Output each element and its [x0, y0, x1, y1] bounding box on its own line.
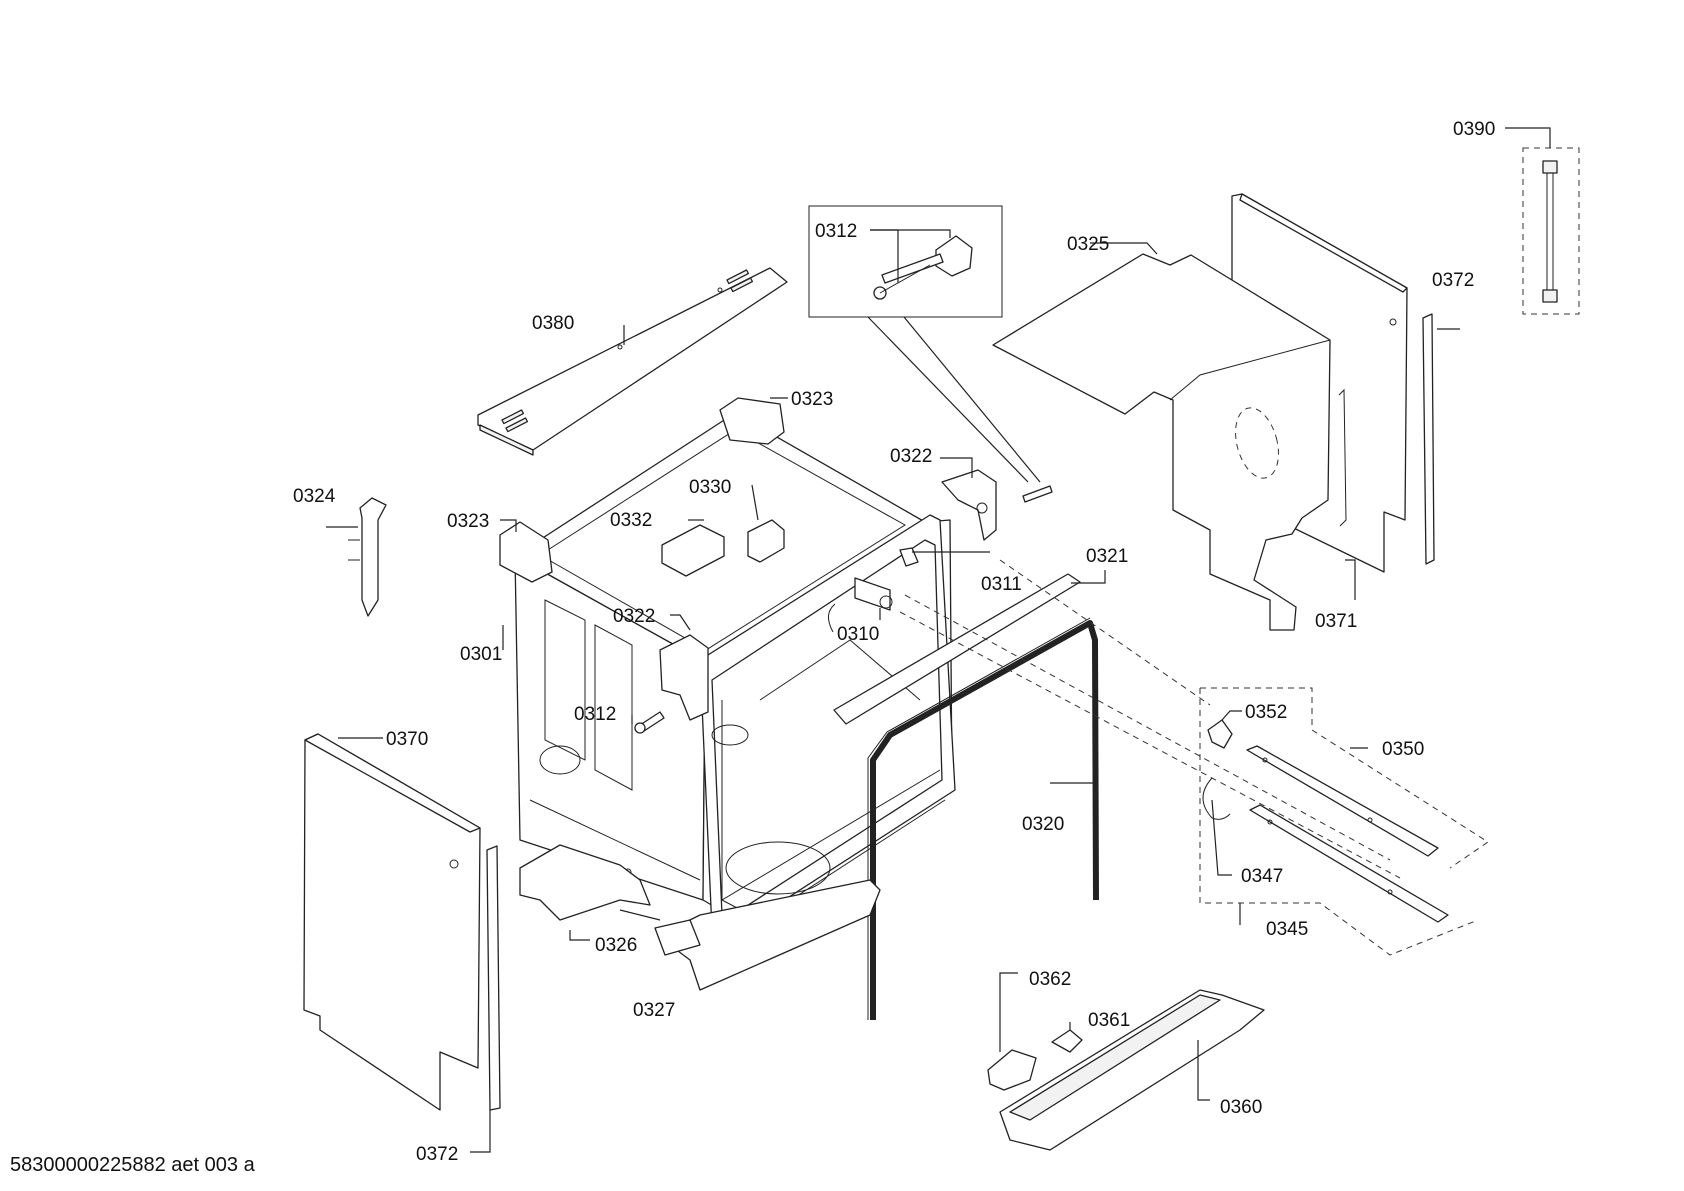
callout-0323-left: 0323 — [447, 511, 489, 532]
document-id: 58300000225882 aet 003 a — [10, 1154, 255, 1176]
part-0361-clip — [1051, 1022, 1083, 1053]
callout-0350: 0350 — [1382, 739, 1424, 760]
part-0380-top-strip — [477, 267, 788, 456]
callout-0380: 0380 — [532, 313, 574, 334]
callout-0312-body: 0312 — [574, 704, 616, 725]
part-0332-latch-part — [661, 519, 725, 577]
callout-0330: 0330 — [689, 477, 731, 498]
part-0350-rail-group — [1200, 687, 1489, 869]
part-0360-tray — [999, 989, 1265, 1151]
part-0345-rail-group — [1199, 688, 1479, 956]
part-0323-bracket-top — [719, 397, 788, 445]
callout-0360: 0360 — [1220, 1097, 1262, 1118]
part-0372-strip-right — [1422, 313, 1460, 565]
part-0362-connector — [987, 972, 1037, 1091]
callout-0352: 0352 — [1245, 702, 1287, 723]
callout-0326: 0326 — [595, 935, 637, 956]
part-0347-clip — [1202, 777, 1232, 876]
part-0323-bracket-left — [499, 519, 553, 583]
part-0311-hinge-assembly — [899, 547, 990, 567]
part-0310-hinge-lever — [828, 577, 893, 633]
callout-0301: 0301 — [460, 644, 502, 665]
callout-0322-right: 0322 — [890, 446, 932, 467]
callout-0370: 0370 — [386, 729, 428, 750]
callout-0325: 0325 — [1067, 234, 1109, 255]
callout-0324: 0324 — [293, 486, 336, 507]
callout-0323-top: 0323 — [791, 389, 833, 410]
callout-0345: 0345 — [1266, 919, 1308, 940]
callout-0332: 0332 — [610, 510, 652, 531]
callout-0372-top: 0372 — [1432, 270, 1474, 291]
part-0326-base — [519, 844, 651, 941]
callout-0372-bottom: 0372 — [416, 1144, 458, 1165]
callout-0312-inset: 0312 — [815, 221, 857, 242]
callout-0371: 0371 — [1315, 611, 1357, 632]
callout-0320: 0320 — [1022, 814, 1064, 835]
callout-0347: 0347 — [1241, 866, 1283, 887]
part-0352-clip — [1207, 710, 1242, 749]
part-0390-cable — [1505, 127, 1580, 315]
callout-0311: 0311 — [981, 574, 1022, 595]
part-0325-insulation — [992, 242, 1347, 631]
part-0301-tub — [502, 412, 956, 936]
callout-0321: 0321 — [1086, 546, 1128, 567]
callout-0361: 0361 — [1088, 1010, 1130, 1031]
part-0322-hinge-right — [940, 457, 997, 541]
part-0312-screw — [631, 711, 665, 734]
part-0324-side-bracket — [326, 497, 387, 617]
part-0312-inset — [808, 205, 1053, 503]
part-0370-side-panel-left — [303, 733, 481, 1111]
part-0321-seal-strip — [833, 570, 1106, 725]
callout-0322-left: 0322 — [613, 606, 655, 627]
callout-0362: 0362 — [1029, 969, 1071, 990]
callout-0327: 0327 — [633, 1000, 675, 1021]
part-0372-strip-bottom — [470, 845, 501, 1153]
part-0322-hinge-left — [659, 614, 709, 721]
callout-0310: 0310 — [837, 624, 879, 645]
callout-0390: 0390 — [1453, 119, 1495, 140]
part-0327-base-frame — [619, 879, 881, 991]
part-0330-latch — [747, 484, 785, 563]
